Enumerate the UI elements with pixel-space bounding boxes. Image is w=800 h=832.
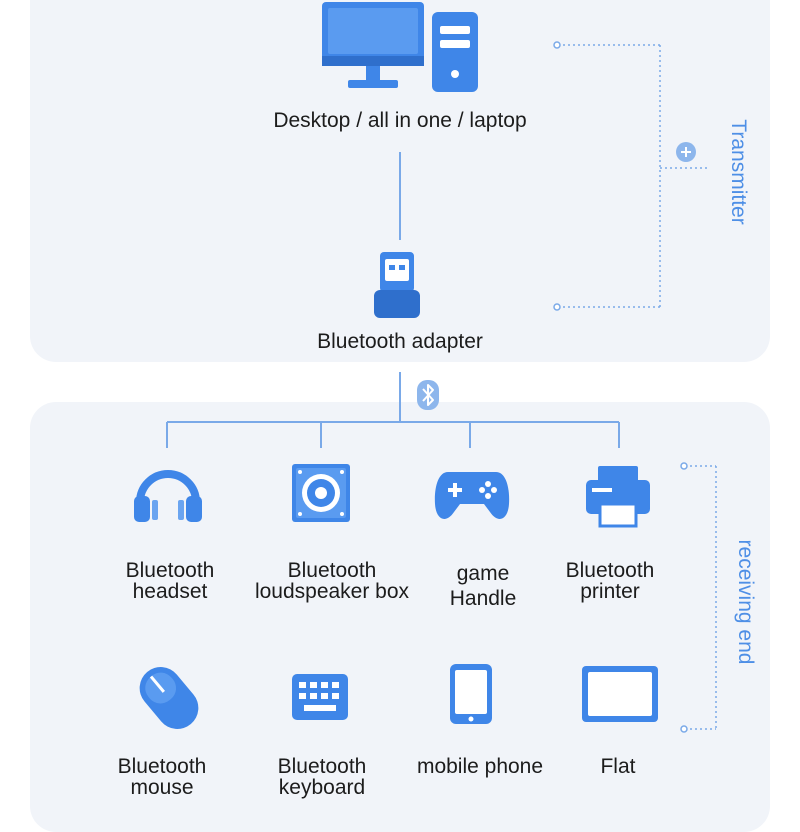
transmitter-side-label: Transmitter [727,119,750,225]
device-label-tablet: Flat [600,755,636,778]
printer-icon [586,466,650,528]
phone-icon [450,664,492,724]
usb-adapter-icon [374,252,420,318]
receiving-bracket [685,465,717,730]
transmitter-bracket [558,44,710,308]
gamepad-icon [434,472,510,519]
bluetooth-icon [417,380,439,410]
computer-label: Desktop / all in one / laptop [273,109,527,132]
monitor-icon [322,2,424,88]
connector-lines [166,41,717,733]
mouse-icon [139,667,199,729]
headset-icon [134,470,202,522]
speaker-icon [292,464,350,522]
device-label-phone: mobile phone [416,755,544,778]
plus-icon [676,142,696,162]
keyboard-icon [292,674,348,720]
adapter-label: Bluetooth adapter [317,330,483,353]
tablet-icon [582,666,658,722]
receiving-side-label: receiving end [734,539,757,665]
pc-tower-icon [432,12,478,92]
